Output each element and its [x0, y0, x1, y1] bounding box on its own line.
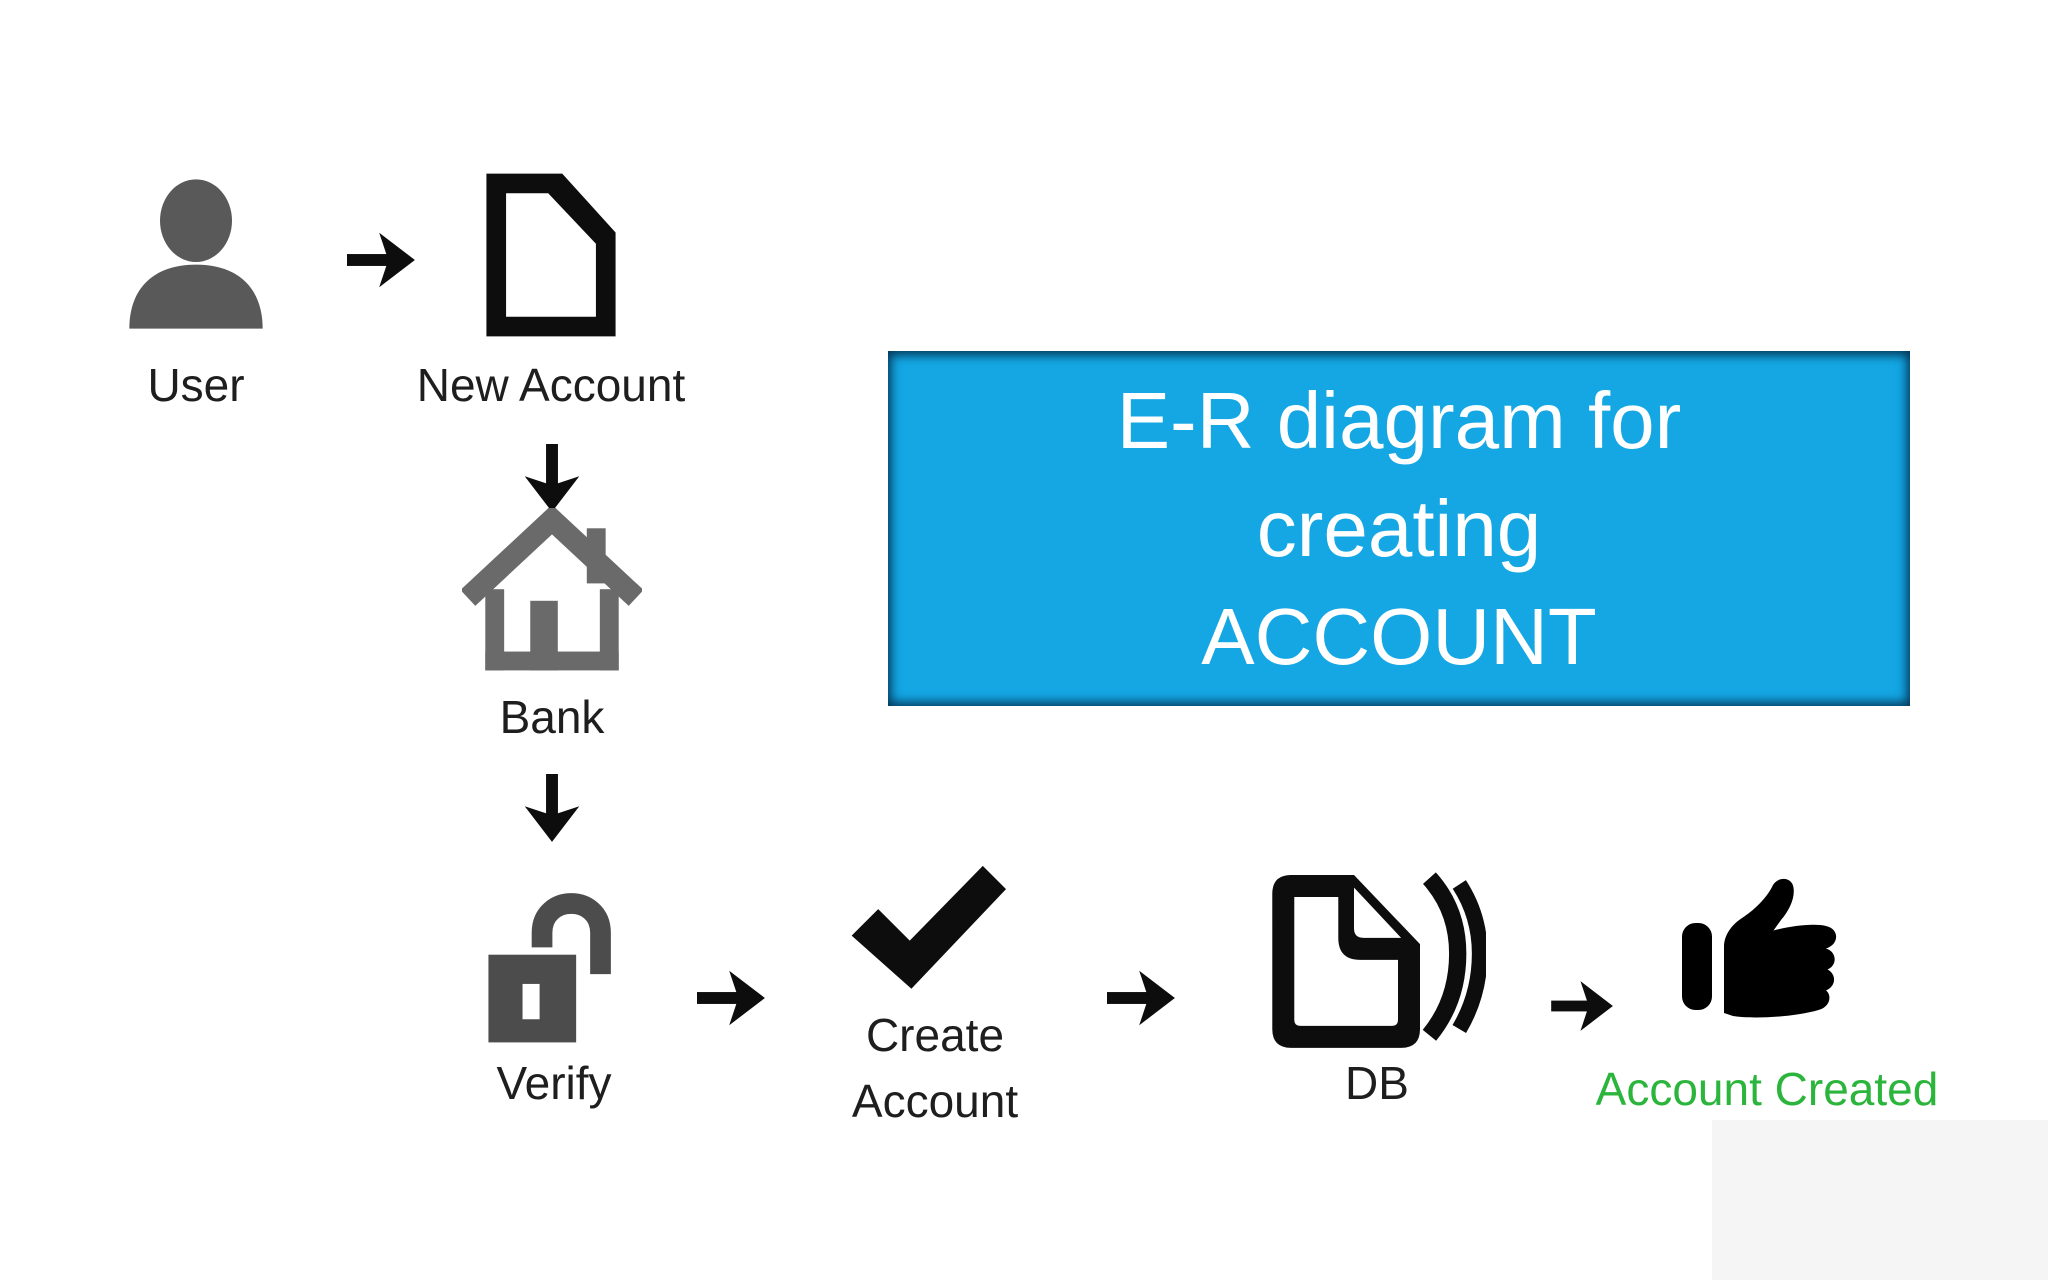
user-icon — [129, 179, 263, 329]
title-line-3: ACCOUNT — [1201, 591, 1597, 681]
arrow-right-icon — [1107, 970, 1175, 1026]
bank-label: Bank — [499, 691, 605, 743]
pale-background-block — [1712, 1120, 2048, 1280]
verify-label: Verify — [496, 1057, 612, 1109]
arrow-down-icon — [524, 774, 580, 842]
title-line-1: E-R diagram for — [1116, 375, 1682, 465]
arrow-right-icon — [347, 232, 415, 288]
arrow-right-icon — [697, 970, 765, 1026]
user-label: User — [147, 359, 245, 411]
title-line-2: creating — [1256, 483, 1542, 573]
document-icon — [486, 173, 616, 337]
unlock-icon — [488, 893, 611, 1043]
new-account-label: New Account — [416, 359, 686, 411]
thumbs-up-icon — [1682, 878, 1837, 1018]
db-label: DB — [1345, 1057, 1409, 1109]
arrow-right-icon — [1551, 981, 1613, 1031]
arrow-down-icon — [524, 444, 580, 512]
title-box: E-R diagram for creating ACCOUNT — [888, 351, 1910, 706]
account-created-label: Account Created — [1595, 1063, 1939, 1115]
create-account-label: Create Account — [851, 1009, 1019, 1127]
house-icon — [462, 508, 642, 671]
documents-stack-icon — [1272, 872, 1486, 1048]
checkmark-icon — [851, 865, 1007, 989]
